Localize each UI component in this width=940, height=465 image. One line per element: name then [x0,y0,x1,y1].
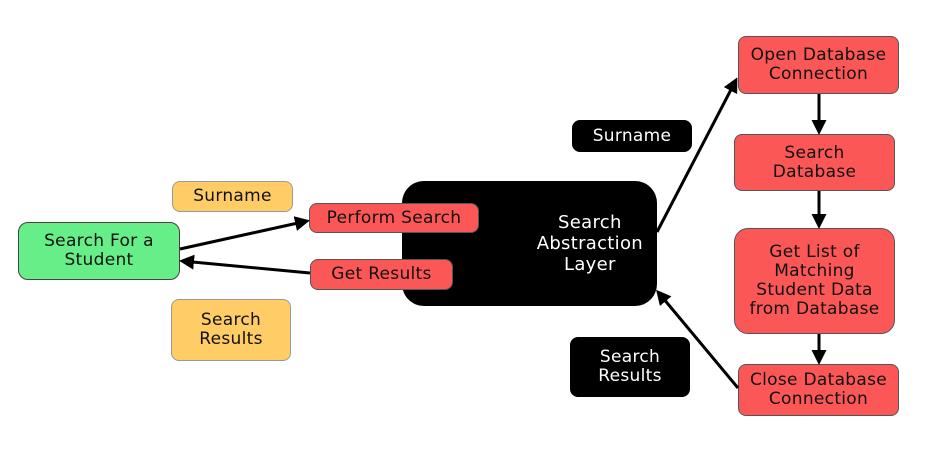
close-database-connection-node: Close Database Connection [738,364,899,416]
arrow-get-results-to-student [179,254,311,275]
search-results-label-right: Search Results [570,337,690,397]
surname-label-left: Surname [172,181,293,212]
perform-search-node: Perform Search [309,203,479,233]
get-results-node: Get Results [310,259,453,290]
search-results-label-left: Search Results [171,299,291,361]
open-database-connection-node: Open Database Connection [738,36,899,94]
search-for-student-node: Search For a Student [18,222,180,280]
surname-label-right: Surname [572,120,692,152]
arrow-student-to-perform-search [179,216,310,251]
search-database-node: Search Database [734,134,895,191]
arrow-layer-to-open-db [655,77,738,233]
get-list-matching-student-data-node: Get List of Matching Student Data from D… [734,228,895,334]
arrow-close-db-to-layer [656,289,740,389]
